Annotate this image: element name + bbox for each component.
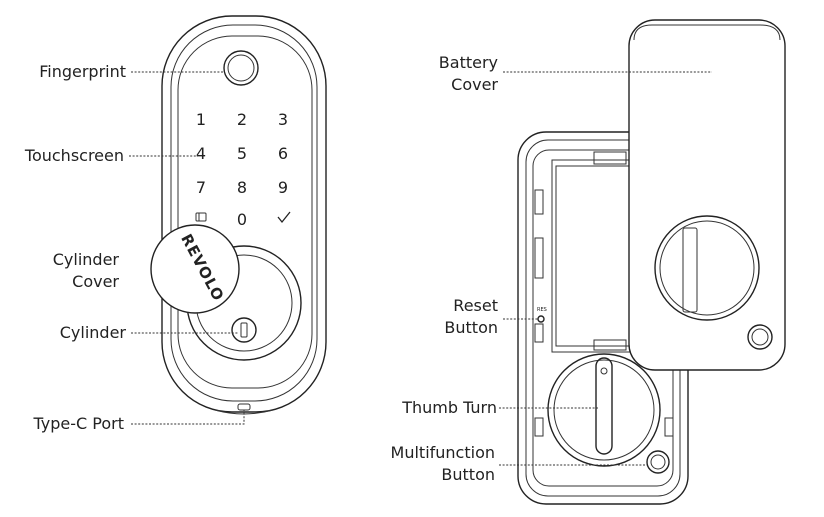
battery-clip-bottom [593,339,627,351]
key-6[interactable]: 6 [278,144,288,163]
fingerprint-sensor[interactable] [223,50,259,86]
cylinder-keyway [240,322,248,338]
key-9[interactable]: 9 [278,178,288,197]
label-cylinder-cover-line1: Cylinder [53,250,120,269]
key-8[interactable]: 8 [237,178,247,197]
battery-compartment [551,159,635,353]
fingerprint-sensor-inner [227,54,255,82]
battery-clip-top [593,151,627,165]
label-battery-cover-line2: Cover [451,75,498,94]
lock-key-icon[interactable] [195,212,207,222]
reset-button[interactable] [537,315,545,323]
key-4[interactable]: 4 [196,144,206,163]
thumb-turn-indicator [600,367,608,375]
multifunction-button[interactable] [646,450,670,474]
side-notch-bottom [534,417,544,437]
label-cylinder: Cylinder [60,323,127,342]
leader-type-c-port [131,410,245,425]
battery-compartment-inner [555,165,631,347]
exterior-unit: 1 2 3 4 5 6 7 8 9 0 REVOLO [150,15,327,415]
side-notch-right [664,417,674,437]
label-reset-button-line1: Reset [453,296,498,315]
key-2[interactable]: 2 [237,110,247,129]
thumb-turn-handle[interactable] [595,357,613,455]
key-5[interactable]: 5 [237,144,247,163]
thumb-turn-base [547,353,661,467]
label-multifunction-button-line2: Button [441,465,495,484]
battery-cover-hole-inner [751,328,769,346]
battery-cover[interactable] [628,19,786,371]
battery-cover-dial-slot [682,227,698,313]
exterior-outer-body [161,15,327,413]
side-notch-middle [534,237,544,279]
key-3[interactable]: 3 [278,110,288,129]
callout-labels: Fingerprint Touchscreen Cylinder Cover C… [24,53,499,484]
label-fingerprint: Fingerprint [39,62,126,81]
multifunction-button-inner [650,454,666,470]
battery-cover-dial-inner [659,220,755,316]
label-touchscreen: Touchscreen [24,146,124,165]
key-0[interactable]: 0 [237,210,247,229]
battery-cover-top-edge [633,24,781,41]
key-7[interactable]: 7 [196,178,206,197]
label-battery-cover-line1: Battery [439,53,498,72]
cylinder-keyhole-ring [231,317,257,343]
side-notch-lower [534,323,544,343]
side-notch-top [534,189,544,215]
label-cylinder-cover-line2: Cover [72,272,119,291]
battery-cover-hole [747,324,773,350]
exterior-face-panel [177,35,313,389]
key-1[interactable]: 1 [196,110,206,129]
label-type-c-port: Type-C Port [33,414,125,433]
battery-cover-body [628,19,786,371]
label-multifunction-button-line1: Multifunction [391,443,495,462]
type-c-port-opening [237,403,251,411]
callout-leaders [129,71,712,466]
confirm-check-icon[interactable] [277,211,291,224]
exterior-inner-body [170,24,318,402]
label-reset-button-line2: Button [444,318,498,337]
battery-cover-dial-outer [654,215,760,321]
thumb-turn-ring [553,359,655,461]
label-thumb-turn: Thumb Turn [401,398,497,417]
reset-marking: RES [537,307,547,313]
cylinder-cover [150,224,240,314]
touchscreen-keypad: 1 2 3 4 5 6 7 8 9 0 [195,110,291,229]
